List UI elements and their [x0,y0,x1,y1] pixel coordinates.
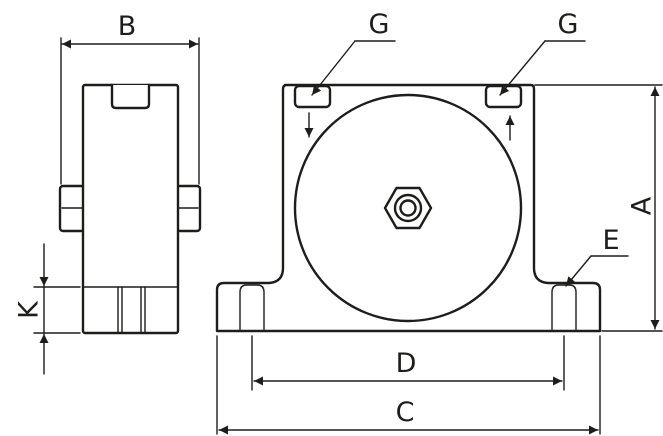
foot-pad-right [551,284,577,332]
foot-pad-left [239,284,265,332]
nut-bore [399,199,417,217]
dimension-k: K [14,243,81,375]
e-label: E [602,225,619,256]
dimension-d: D [251,335,565,391]
side-top-slot [110,83,151,110]
leader-e: E [565,225,629,287]
leader-g-right: G [499,9,586,96]
g-left-label: G [369,9,390,40]
slot-right [484,84,523,109]
leader-g-left: G [311,9,396,96]
g-right-label: G [558,9,579,40]
dimension-d-label: D [396,348,417,379]
dimension-a-label: A [627,196,658,215]
slot-left [293,84,332,109]
dimension-b: B [60,11,200,185]
side-view [58,83,202,335]
side-body [81,83,180,335]
dimension-b-label: B [118,11,137,42]
dimension-c-label: C [396,397,415,428]
dimension-c: C [216,335,601,435]
dimension-k-label: K [14,300,45,319]
front-view [215,83,602,333]
dimension-a: A [534,84,663,332]
